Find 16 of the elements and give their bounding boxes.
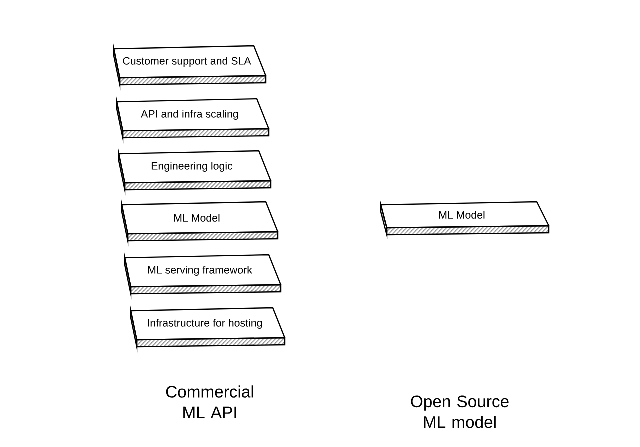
slab-box — [124, 180, 272, 191]
slab-box — [136, 337, 286, 348]
caption: Open Source ML model — [411, 396, 509, 428]
slab-box — [380, 201, 550, 229]
slab-box — [130, 307, 286, 341]
slab-box — [113, 45, 267, 79]
slab-box — [386, 225, 550, 236]
slab-box — [130, 284, 282, 295]
slab-box — [127, 231, 279, 242]
slab-box — [119, 75, 267, 86]
slab-box — [124, 254, 282, 288]
slab-box — [121, 201, 279, 235]
slab-box — [116, 98, 270, 132]
caption: Commercial ML API — [166, 386, 254, 418]
slab-box — [122, 128, 270, 139]
slab-box — [118, 150, 272, 184]
